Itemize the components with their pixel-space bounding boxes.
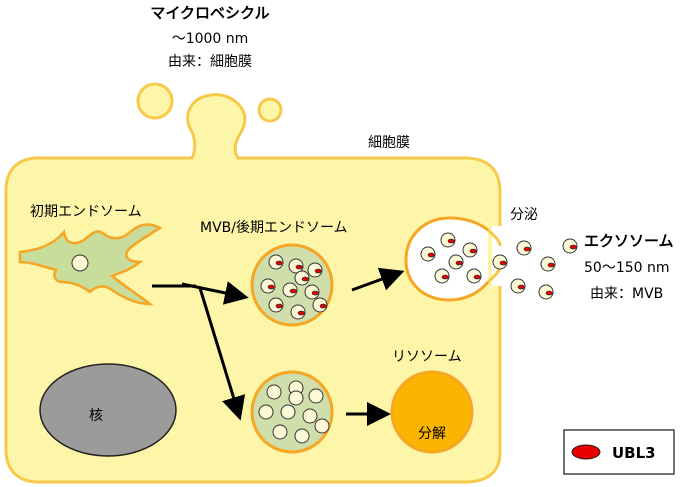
released-exosome — [562, 238, 578, 254]
ubl3-marker — [455, 260, 463, 266]
mvb-vesicle — [282, 282, 298, 298]
ubl3-marker — [295, 264, 303, 270]
exosome-title: エクソソーム — [584, 232, 674, 250]
ubl3-marker — [545, 290, 553, 296]
mvb-vesicle — [307, 262, 323, 278]
mvb-vesicle — [268, 254, 284, 270]
lower-mvb-vesicles — [258, 380, 330, 444]
secreting-vesicle — [434, 268, 450, 284]
cell-membrane-label: 細胞膜 — [368, 135, 410, 151]
released-exosome — [538, 284, 554, 300]
lysosome — [390, 370, 474, 454]
ubl3-marker — [289, 288, 297, 294]
mvb-vesicles — [260, 254, 328, 320]
ubl3-marker — [427, 252, 435, 258]
secreting-vesicle — [448, 254, 464, 270]
mvb-vesicle — [260, 278, 276, 294]
ubl3-marker — [569, 244, 577, 250]
mvb-vesicle — [312, 297, 328, 313]
ubl3-marker — [441, 274, 449, 280]
legend-ubl3-label: UBL3 — [612, 444, 656, 462]
ubl3-marker — [469, 248, 477, 254]
arrow-to-lower-mvb — [198, 287, 246, 421]
lower-mvb-vesicle — [258, 404, 274, 420]
early-endosome-vesicle — [71, 254, 89, 272]
lower-mvb-vesicle — [308, 388, 324, 404]
nucleus-label: 核 — [89, 408, 103, 424]
exosome-size: 50～150 nm — [584, 260, 670, 276]
ubl3-marker — [473, 274, 481, 280]
microvesicle-left — [136, 82, 174, 120]
ubl3-marker — [447, 238, 455, 244]
ubl3-marker — [547, 262, 555, 268]
secreting-vesicle — [440, 232, 456, 248]
microvesicles — [136, 82, 283, 123]
lower-mvb-vesicle — [314, 418, 330, 434]
released-exosome — [510, 278, 526, 294]
secreting-vesicle — [420, 246, 436, 262]
ubl3-marker — [275, 260, 283, 266]
ubl3-marker — [499, 260, 507, 266]
mvb-vesicle — [288, 258, 304, 274]
mvb-vesicle — [294, 270, 310, 286]
lower-mvb-vesicle — [272, 424, 288, 440]
microvesicle-title: マイクロベシクル — [150, 4, 269, 22]
mvb-vesicle — [304, 284, 320, 300]
legend-ubl3-swatch — [571, 444, 601, 460]
ubl3-marker — [267, 284, 275, 290]
secreting-vesicle — [466, 268, 482, 284]
legend: UBL3 — [563, 429, 675, 475]
secreting-vesicle — [462, 242, 478, 258]
lower-mvb-vesicle — [280, 404, 296, 420]
ubl3-marker — [311, 290, 319, 296]
ubl3-marker — [523, 246, 531, 252]
secretion-label: 分泌 — [510, 207, 538, 223]
lower-mvb-vesicle — [266, 384, 282, 400]
lysosome-label: リソソーム — [392, 349, 462, 365]
degradation-label: 分解 — [418, 426, 446, 442]
lower-mvb-vesicle — [288, 390, 304, 406]
ubl3-marker — [319, 303, 327, 309]
exosome-origin: 由来：MVB — [590, 286, 663, 302]
arrow-to-mvb — [181, 281, 249, 305]
early-endosome — [18, 223, 163, 306]
nucleus — [39, 363, 177, 457]
ubl3-marker — [314, 268, 322, 274]
ubl3-marker — [275, 303, 283, 309]
microvesicle-origin: 由来：細胞膜 — [168, 54, 252, 70]
released-exosome — [516, 240, 532, 256]
mvb-label: MVB/後期エンドソーム — [200, 220, 348, 236]
microvesicle-right — [257, 97, 283, 123]
lower-mvb-vesicle — [302, 408, 318, 424]
arrows — [152, 267, 405, 426]
microvesicle-size: ～1000 nm — [172, 31, 249, 47]
ubl3-marker — [517, 284, 525, 290]
arrow-mvb-to-secretion — [351, 267, 405, 292]
mvb-vesicle — [290, 304, 306, 320]
lower-mvb-vesicle — [294, 428, 310, 444]
released-exosome — [492, 254, 508, 270]
ubl3-marker — [301, 276, 309, 282]
ubl3-marker — [297, 310, 305, 316]
released-exosomes — [492, 238, 578, 300]
early-endosome-label: 初期エンドソーム — [30, 203, 142, 220]
released-exosome — [540, 256, 556, 272]
secreting-mvb-vesicles — [420, 232, 482, 284]
mvb-vesicle — [268, 297, 284, 313]
